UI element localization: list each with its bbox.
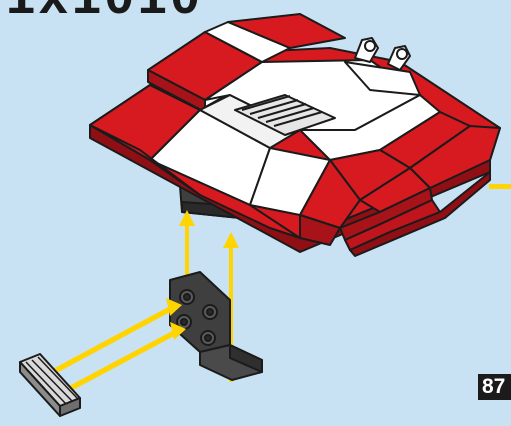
page-number: 87 bbox=[478, 374, 511, 400]
callout-pointer-icon bbox=[489, 184, 511, 189]
part-count-label: 1x1010 bbox=[6, 0, 204, 26]
bracket-plate-icon bbox=[170, 272, 262, 380]
wing-assembly-icon bbox=[90, 14, 500, 256]
